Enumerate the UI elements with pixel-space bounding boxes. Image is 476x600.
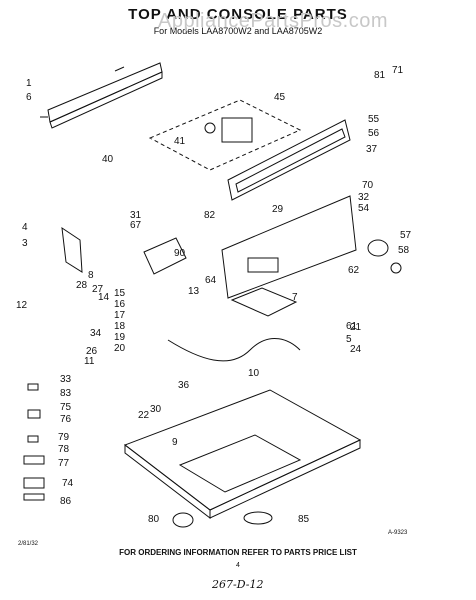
callout-85: 85 xyxy=(298,514,310,525)
callout-45: 45 xyxy=(274,92,286,103)
corner-code: 2/81/32 xyxy=(18,541,39,547)
callout-13: 13 xyxy=(188,286,200,297)
rear-panel-edge xyxy=(49,71,163,129)
console-area-dashed xyxy=(148,99,302,171)
callout-11: 11 xyxy=(84,356,95,367)
callout-30: 30 xyxy=(150,404,162,415)
callout-5: 5 xyxy=(346,334,352,345)
lid-switch-7 xyxy=(230,287,298,317)
callout-37: 37 xyxy=(366,144,378,155)
callout-70: 70 xyxy=(362,180,374,191)
switch-block-31 xyxy=(143,237,187,275)
top-panel-opening xyxy=(178,434,302,493)
callout-76: 76 xyxy=(60,414,72,425)
callout-34: 34 xyxy=(90,328,102,339)
callout-86: 86 xyxy=(60,496,72,507)
callout-7: 7 xyxy=(292,292,298,303)
callout-24: 24 xyxy=(350,344,362,355)
console-display xyxy=(247,257,279,273)
callout-71: 71 xyxy=(392,65,404,76)
console-window-frame xyxy=(227,119,351,201)
callout-28: 28 xyxy=(76,280,88,291)
diagram-code: A-9323 xyxy=(388,530,408,536)
wiring-harness xyxy=(167,337,301,362)
callout-15: 15 xyxy=(114,288,126,299)
callout-78: 78 xyxy=(58,444,70,455)
callout-33: 33 xyxy=(60,374,72,385)
bezel-80 xyxy=(172,512,194,528)
callout-75: 75 xyxy=(60,402,72,413)
callout-31: 31 xyxy=(130,210,142,221)
callout-22: 22 xyxy=(138,410,150,421)
callout-26: 26 xyxy=(86,346,98,357)
rear-panel-shape xyxy=(47,62,163,123)
watermark: AppliancePartsPros.com xyxy=(158,10,388,32)
callout-41: 41 xyxy=(174,136,186,147)
callout-82: 82 xyxy=(204,210,216,221)
callout-20: 20 xyxy=(114,343,126,354)
callout-57: 57 xyxy=(400,230,412,241)
part-83-shape xyxy=(27,383,39,391)
callout-29: 29 xyxy=(272,204,284,215)
callout-54: 54 xyxy=(358,203,370,214)
page-subtitle: For Models LAA8700W2 and LAA8705W2 xyxy=(153,26,323,36)
callout-55: 55 xyxy=(368,114,380,125)
part-74-shape xyxy=(23,477,45,489)
callout-81: 81 xyxy=(374,70,386,81)
callout-21: 21 xyxy=(350,322,362,333)
top-panel-side-edge xyxy=(209,439,361,519)
callout-12: 12 xyxy=(16,300,28,311)
callout-10: 10 xyxy=(248,368,260,379)
part-86-shape xyxy=(23,493,45,501)
callout-74: 74 xyxy=(62,478,74,489)
callout-56: 56 xyxy=(368,128,380,139)
callout-61: 61 xyxy=(346,321,358,332)
timer-shape xyxy=(221,117,253,143)
callout-62: 62 xyxy=(348,265,360,276)
callout-79: 79 xyxy=(58,432,70,443)
callout-19: 19 xyxy=(114,332,126,343)
callout-16: 16 xyxy=(114,299,126,310)
ordering-note: FOR ORDERING INFORMATION REFER TO PARTS … xyxy=(119,548,357,557)
timer-knob-shaft xyxy=(204,122,216,134)
callout-90: 90 xyxy=(174,248,186,259)
callout-4: 4 xyxy=(22,222,28,233)
callout-6: 6 xyxy=(26,92,32,103)
callout-77: 77 xyxy=(58,458,70,469)
callout-17: 17 xyxy=(114,310,126,321)
callout-64: 64 xyxy=(205,275,217,286)
callout-67: 67 xyxy=(130,220,142,231)
callout-3: 3 xyxy=(22,238,28,249)
callout-14: 14 xyxy=(98,292,110,303)
callout-58: 58 xyxy=(398,245,410,256)
callout-80: 80 xyxy=(148,514,160,525)
callout-27: 27 xyxy=(92,284,104,295)
callout-8: 8 xyxy=(88,270,94,281)
callout-32: 32 xyxy=(358,192,370,203)
screw-6-top xyxy=(114,66,125,72)
callout-9: 9 xyxy=(172,437,178,448)
callout-1: 1 xyxy=(26,78,32,89)
callout-40: 40 xyxy=(102,154,114,165)
knob-57 xyxy=(367,239,389,257)
top-panel-front-edge xyxy=(124,443,211,520)
console-backguard xyxy=(221,195,357,299)
callout-83: 83 xyxy=(60,388,72,399)
handwritten-note: 267-D-12 xyxy=(212,578,264,591)
bracket-4 xyxy=(61,226,83,273)
knob-58 xyxy=(390,262,402,274)
part-79-shape xyxy=(27,435,39,443)
page-number: 4 xyxy=(236,562,240,569)
page-title: TOP AND CONSOLE PARTS xyxy=(128,6,348,23)
rim-85 xyxy=(243,511,273,525)
console-window-inner xyxy=(235,128,346,193)
callout-18: 18 xyxy=(114,321,126,332)
callout-36: 36 xyxy=(178,380,190,391)
part-75-shape xyxy=(27,409,41,419)
part-77-shape xyxy=(23,455,45,465)
